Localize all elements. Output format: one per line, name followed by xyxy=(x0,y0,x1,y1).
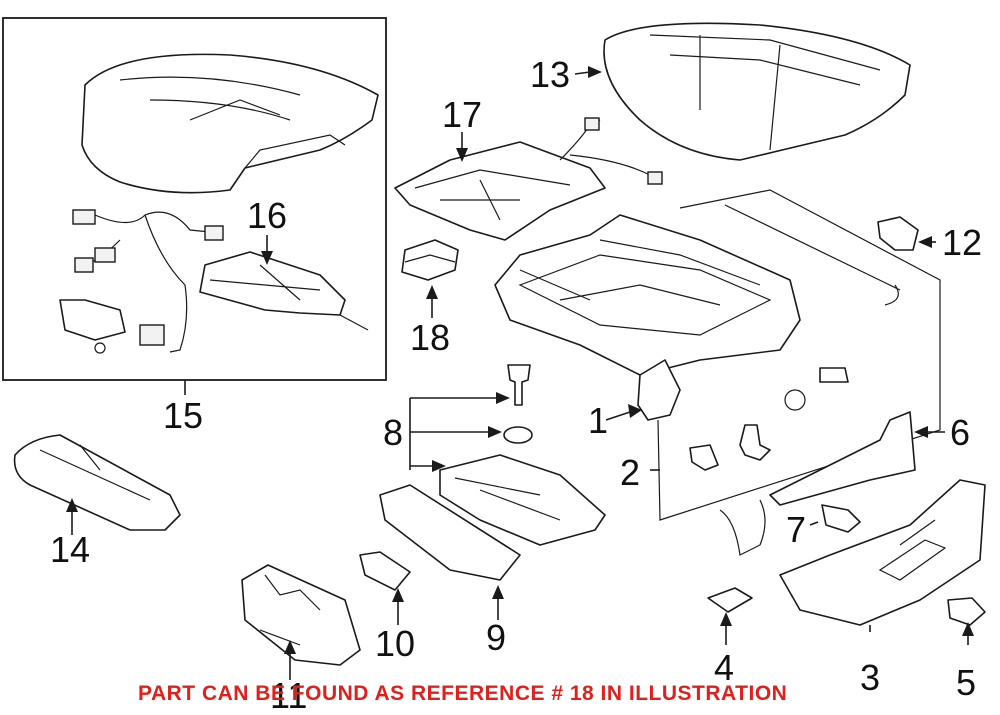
callout-17: 17 xyxy=(442,94,482,135)
switch-bezel-drawing xyxy=(241,564,361,666)
fastener-5-drawing xyxy=(947,597,986,626)
armrest-cushion-drawing xyxy=(13,434,181,531)
recliner-cover-drawing xyxy=(719,411,916,556)
clip-12-drawing xyxy=(877,216,919,251)
callout-14: 14 xyxy=(50,529,90,570)
callout-6: 6 xyxy=(950,412,970,453)
inset-box-15 xyxy=(2,17,387,381)
callout-10: 10 xyxy=(375,623,415,664)
callout-1: 1 xyxy=(588,400,608,441)
control-module-drawing xyxy=(401,239,459,281)
callout-5: 5 xyxy=(956,662,976,703)
heater-mat-drawing xyxy=(199,251,369,331)
seat-heater-pad-drawing xyxy=(394,117,663,241)
leader-lines xyxy=(66,66,974,680)
reference-footnote: PART CAN BE FOUND AS REFERENCE # 18 IN I… xyxy=(138,682,788,705)
callout-9: 9 xyxy=(486,617,506,658)
callout-18: 18 xyxy=(410,317,450,358)
callout-4: 4 xyxy=(714,647,734,688)
callout-15: 15 xyxy=(163,395,203,436)
clip-10-drawing xyxy=(359,551,411,591)
cushion-drawing-inset xyxy=(81,53,379,194)
guide-pin-drawing xyxy=(439,364,606,546)
wiring-harness-drawing xyxy=(59,209,224,354)
cushion-cover-drawing xyxy=(603,22,911,161)
trim-9-drawing xyxy=(379,484,521,581)
callout-13: 13 xyxy=(530,54,570,95)
callout-12: 12 xyxy=(942,222,982,263)
seat-frame-drawing xyxy=(494,214,801,421)
clip-4-drawing xyxy=(707,587,753,613)
side-shield-drawing xyxy=(779,479,986,626)
callout-11: 11 xyxy=(270,675,307,715)
callout-3: 3 xyxy=(860,657,880,698)
callout-2: 2 xyxy=(620,452,640,493)
callout-8: 8 xyxy=(383,412,403,453)
callout-16: 16 xyxy=(247,195,287,236)
callout-7: 7 xyxy=(786,509,806,550)
hardware-panel-2 xyxy=(657,189,941,521)
bolt-7-drawing xyxy=(821,504,861,533)
